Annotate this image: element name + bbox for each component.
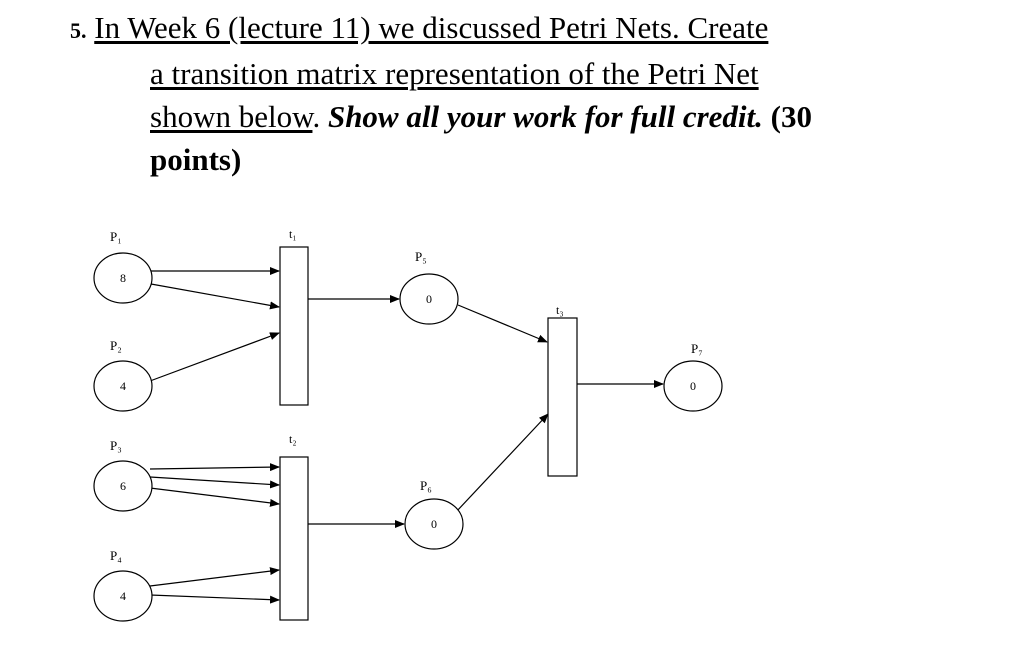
place-tokens-p1: 8: [120, 271, 126, 285]
place-p5: 0 P₅: [399, 249, 459, 325]
arc-p4-t2-2: [149, 594, 280, 604]
arcs: [149, 267, 664, 604]
transition-t3: t₃: [547, 303, 578, 477]
question-line-1-text: In Week 6 (lecture 11) we discussed Petr…: [94, 10, 769, 45]
transition-bar-t2: [279, 456, 309, 621]
transition-label-t1: t₁: [289, 227, 297, 241]
arc-p2-t1-1: [149, 332, 280, 382]
place-p1: 8 P₁: [93, 229, 153, 304]
arc-p4-t2-1: [149, 567, 280, 587]
question-line-3-text: shown below: [150, 99, 313, 134]
place-tokens-p2: 4: [120, 379, 126, 393]
transition-t2: t₂: [279, 432, 309, 621]
place-circle-p1: [93, 252, 153, 304]
question-text: 5. In Week 6 (lecture 11) we discussed P…: [70, 6, 950, 181]
question-line-2: a transition matrix representation of th…: [150, 52, 950, 95]
place-label-p7: P₇: [691, 341, 703, 356]
place-p4: 4 P₄: [93, 548, 153, 622]
place-tokens-p4: 4: [120, 589, 126, 603]
place-p6: 0 P₆: [404, 478, 464, 550]
place-label-p5: P₅: [415, 249, 427, 264]
place-tokens-p6: 0: [431, 517, 437, 531]
place-tokens-p5: 0: [426, 292, 432, 306]
arc-p3-t2-3: [149, 487, 280, 507]
arc-p1-t1-2: [150, 283, 280, 310]
transition-label-t3: t₃: [556, 303, 564, 317]
transition-bar-t3: [547, 317, 578, 477]
question-line-3: shown below. Show all your work for full…: [150, 95, 950, 138]
question-points-open: (30: [770, 99, 812, 134]
place-label-p2: P₂: [110, 338, 122, 353]
question-points-close: points): [150, 142, 242, 177]
place-p2: 4 P₂: [93, 338, 153, 412]
question-line-1: 5. In Week 6 (lecture 11) we discussed P…: [70, 6, 950, 52]
place-circle-p5: [399, 273, 459, 325]
place-circle-p3: [93, 460, 153, 512]
place-tokens-p7: 0: [690, 379, 696, 393]
place-label-p6: P₆: [420, 478, 432, 493]
place-label-p4: P₄: [110, 548, 122, 563]
arc-p3-t2-2: [149, 476, 280, 489]
place-p7: 0 P₇: [663, 341, 723, 412]
place-circle-p4: [93, 570, 153, 622]
arc-p6-t3-1: [455, 413, 549, 513]
place-circle-p2: [93, 360, 153, 412]
place-circle-p6: [404, 498, 464, 550]
place-tokens-p3: 6: [120, 479, 126, 493]
transition-label-t2: t₂: [289, 432, 297, 446]
transition-t1: t₁: [279, 227, 309, 406]
arc-p5-t3-1: [457, 304, 548, 343]
question-instruction: Show all your work for full credit.: [327, 99, 763, 134]
place-label-p3: P₃: [110, 438, 122, 453]
place-circle-p7: [663, 360, 723, 412]
question-line-2-text: a transition matrix representation of th…: [150, 56, 759, 91]
place-label-p1: P₁: [110, 229, 122, 244]
place-p3: 6 P₃: [93, 438, 153, 512]
transition-bar-t1: [279, 246, 309, 406]
question-number: 5.: [70, 18, 87, 43]
question-line-4: points): [150, 138, 950, 181]
arc-p3-t2-1: [149, 463, 280, 472]
question-line-3-period: .: [312, 99, 321, 134]
